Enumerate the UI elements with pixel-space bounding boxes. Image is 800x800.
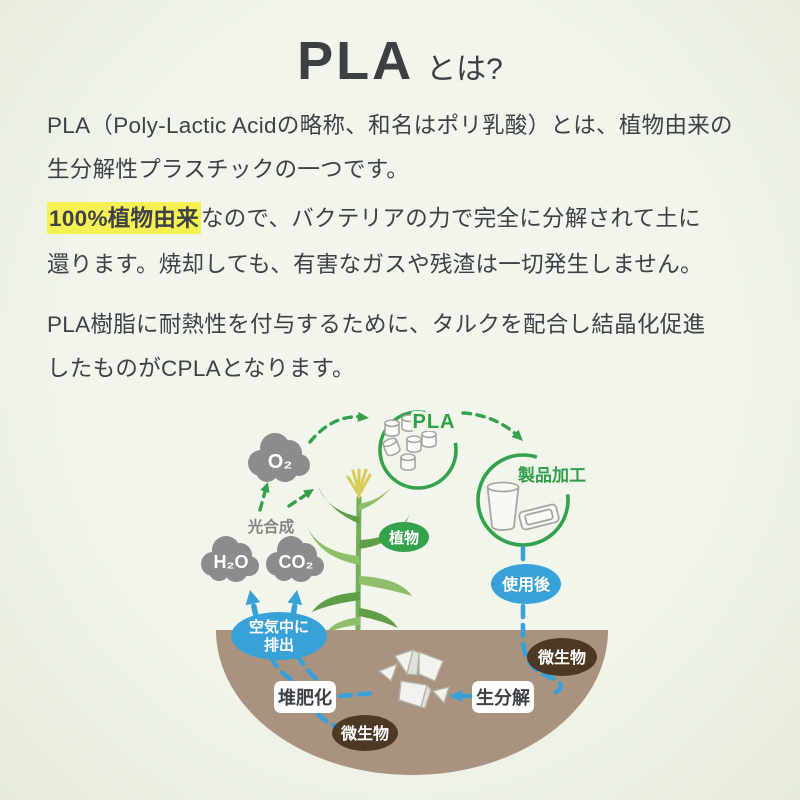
co2-label: CO₂ bbox=[279, 552, 314, 572]
pla-resin-circle: PLA bbox=[378, 408, 458, 490]
biodegradable-line-1: 100%植物由来なので、バクテリアの力で完全に分解されて土に bbox=[47, 196, 780, 242]
release-up-arrows bbox=[245, 590, 303, 619]
microbes-right-bubble: 微生物 bbox=[527, 638, 597, 676]
co2-cloud: CO₂ bbox=[266, 536, 324, 582]
afteruse-to-soil-line bbox=[520, 603, 563, 697]
air-release-line1: 空気中に bbox=[249, 618, 309, 636]
h2o-cloud: H₂O bbox=[201, 536, 259, 582]
tray-icon bbox=[518, 503, 560, 531]
photosynthesis-label: 光合成 bbox=[247, 517, 295, 536]
cpla-line-1: PLA樹脂に耐熱性を付与するために、タルクを配合し結晶化促進 bbox=[47, 312, 706, 337]
biodegradation-label: 生分解 bbox=[476, 687, 530, 708]
plant-badge-label: 植物 bbox=[389, 529, 419, 547]
title-suffix: とは? bbox=[426, 53, 503, 86]
intro-line-2: 生分解性プラスチックの一つです。 bbox=[47, 157, 410, 182]
biodegradation-tag: 生分解 bbox=[472, 681, 534, 713]
intro-paragraph: PLA（Poly-Lactic Acidの略称、和名はポリ乳酸）とは、植物由来の… bbox=[47, 104, 780, 192]
highlight-plant-derived: 100%植物由来 bbox=[47, 202, 201, 234]
broken-plastic-shards bbox=[377, 648, 451, 709]
corn-plant-icon bbox=[308, 468, 412, 635]
title-main: PLA bbox=[297, 31, 415, 91]
cpla-line-2: したものがCPLAとなります。 bbox=[47, 356, 355, 381]
after-use-bubble: 使用後 bbox=[491, 564, 561, 604]
product-processing-label: 製品加工 bbox=[517, 465, 586, 485]
plant-to-pla-arrow bbox=[308, 411, 369, 444]
composting-to-shards-line bbox=[337, 690, 379, 699]
pla-pellets-icon bbox=[382, 414, 437, 471]
pla-circle-label: PLA bbox=[413, 411, 456, 433]
photosynthesis-arrows bbox=[258, 482, 314, 512]
pla-lifecycle-diagram: O₂ 光合成 H₂O CO₂ bbox=[201, 408, 608, 775]
page-title: PLA とは? bbox=[0, 30, 800, 92]
microbes-bottom-label: 微生物 bbox=[340, 724, 389, 743]
product-processing-circle: 製品加工 bbox=[476, 453, 589, 547]
intro-line-1: PLA（Poly-Lactic Acidの略称、和名はポリ乳酸）とは、植物由来の bbox=[47, 113, 733, 138]
o2-cloud: O₂ bbox=[248, 433, 310, 482]
biodegradable-line-2: 還ります。焼却しても、有害なガスや残渣は一切発生しません。 bbox=[47, 252, 703, 277]
air-release-line2: 排出 bbox=[264, 636, 294, 654]
microbes-right-label: 微生物 bbox=[537, 648, 586, 667]
composting-label: 堆肥化 bbox=[278, 687, 332, 708]
microbes-bottom-bubble: 微生物 bbox=[332, 715, 398, 751]
biodegradable-paragraph: 100%植物由来なので、バクテリアの力で完全に分解されて土に 還ります。焼却して… bbox=[47, 196, 780, 288]
plant-badge: 植物 bbox=[379, 522, 429, 552]
composting-tag: 堆肥化 bbox=[274, 681, 336, 713]
cpla-paragraph: PLA樹脂に耐熱性を付与するために、タルクを配合し結晶化促進 したものがCPLA… bbox=[47, 303, 780, 391]
o2-label: O₂ bbox=[268, 451, 292, 473]
h2o-label: H₂O bbox=[214, 552, 249, 572]
biodegradation-arrowhead bbox=[449, 690, 462, 702]
biodegradable-line-1-rest: なので、バクテリアの力で完全に分解されて土に bbox=[200, 206, 701, 231]
air-release-bubble: 空気中に 排出 bbox=[231, 612, 327, 660]
after-use-label: 使用後 bbox=[501, 575, 551, 594]
pla-to-processing-arrow bbox=[461, 411, 523, 441]
cup-icon bbox=[486, 481, 520, 531]
